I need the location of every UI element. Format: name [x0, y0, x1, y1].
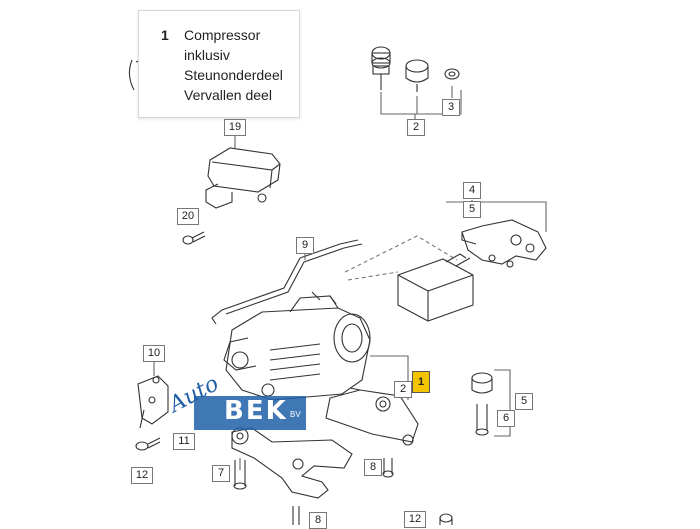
top-bolt-shape	[371, 46, 391, 90]
callout-line-3: Steunonderdeel	[184, 67, 283, 83]
bottom-screw-shape	[292, 506, 300, 525]
part-label-8-bottom[interactable]: 8	[309, 512, 327, 529]
part-label-2-mid[interactable]: 2	[394, 381, 412, 398]
callout-part-number: 1	[161, 27, 169, 43]
part-label-1-highlight[interactable]: 1	[412, 371, 430, 393]
relay-block-shape	[397, 253, 474, 322]
part-label-12-left[interactable]: 12	[131, 467, 153, 484]
small-bolt-shape	[182, 231, 206, 245]
part-label-6[interactable]: 6	[497, 410, 515, 427]
part-label-7[interactable]: 7	[212, 465, 230, 482]
left-bracket-shape	[137, 375, 169, 429]
part-label-8-mid[interactable]: 8	[364, 459, 382, 476]
long-bolt-shape	[233, 458, 247, 490]
bottom-right-part-shape	[439, 513, 453, 525]
part-label-9[interactable]: 9	[296, 237, 314, 254]
left-bolt-shape	[135, 437, 161, 451]
watermark-box	[194, 396, 306, 430]
part-label-19[interactable]: 19	[224, 119, 246, 136]
rubber-mount-shape	[405, 59, 429, 92]
reservoir-shape	[205, 147, 281, 209]
air-pipe-shape	[211, 239, 363, 325]
part-label-3[interactable]: 3	[442, 99, 460, 116]
cross-member-shape	[325, 387, 419, 446]
callout-line-4: Vervallen deel	[184, 87, 272, 103]
part-label-5-right[interactable]: 5	[515, 393, 533, 410]
part-label-4[interactable]: 4	[463, 182, 481, 199]
bushing-shape	[471, 372, 493, 436]
small-screw-shape	[382, 458, 394, 478]
callout-line-1: Compressor	[184, 27, 261, 43]
bracket-shape	[461, 219, 547, 268]
nut-shape	[444, 68, 460, 80]
part-label-11[interactable]: 11	[173, 433, 195, 450]
part-label-20[interactable]: 20	[177, 208, 199, 225]
watermark-word: BEK	[224, 396, 288, 426]
part-label-12-bottom[interactable]: 12	[404, 511, 426, 528]
lower-frame-shape	[231, 427, 353, 499]
part-label-2-top[interactable]: 2	[407, 119, 425, 136]
watermark-suffix: BV	[290, 410, 301, 419]
part-label-10[interactable]: 10	[143, 345, 165, 362]
part-label-5-top[interactable]: 5	[463, 201, 481, 218]
watermark-logo: Auto BEK BV	[165, 371, 310, 432]
callout-line-2: inklusiv	[184, 47, 230, 63]
part-info-callout: 1 Compressor inklusiv Steunonderdeel Ver…	[138, 10, 300, 118]
compressor-shape	[223, 291, 371, 401]
